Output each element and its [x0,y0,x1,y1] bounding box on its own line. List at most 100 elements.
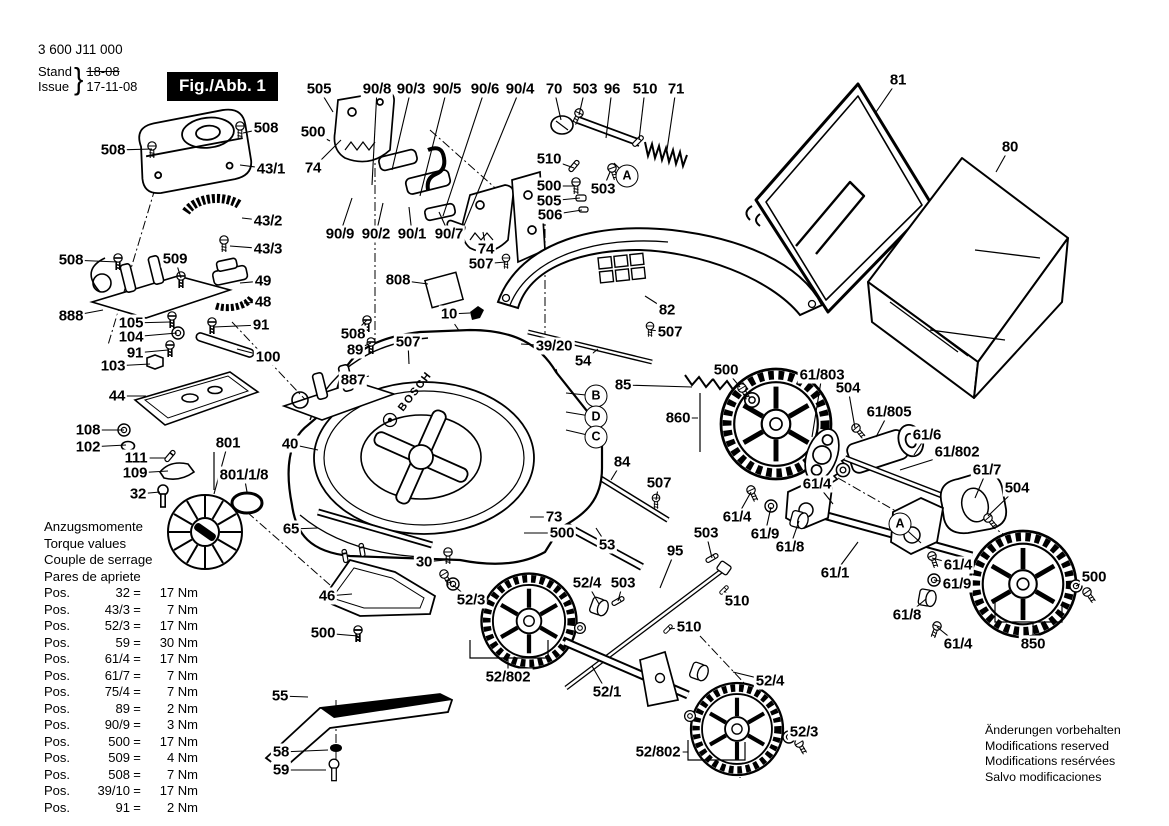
view-callout-a: A [615,164,639,188]
part-label-61-8: 61/8 [890,606,924,624]
part-label-48: 48 [252,293,274,311]
torque-title-line: Pares de apriete [44,568,141,584]
part-label-43-2: 43/2 [251,212,285,230]
part-label-808: 808 [383,271,413,289]
view-callout-a: A [888,512,912,536]
drive-train-art [735,381,1098,640]
part-label-52-802: 52/802 [633,743,683,761]
part-label-507: 507 [466,255,496,273]
front-support-art [317,508,437,643]
torque-row-509: Pos.509=4 Nm [44,750,198,766]
torque-row-52-3: Pos.52/3=17 Nm [44,618,198,634]
part-label-84: 84 [611,453,633,471]
part-label-505: 505 [304,80,334,98]
impeller-art [167,494,243,570]
part-label-40: 40 [279,435,301,453]
part-label-510: 510 [630,80,660,98]
part-label-500: 500 [308,624,338,642]
part-label-95: 95 [664,542,686,560]
part-label-61-1: 61/1 [818,564,852,582]
part-label-860: 860 [663,409,693,427]
torque-row-90-9: Pos.90/9=3 Nm [44,717,198,733]
part-label-801: 801 [213,434,243,452]
part-label-105: 105 [116,314,146,332]
part-label-49: 49 [252,272,274,290]
torque-row-500: Pos.500=17 Nm [44,733,198,749]
part-label-80: 80 [999,138,1021,156]
part-label-73: 73 [543,508,565,526]
part-label-801-1-8: 801/1/8 [217,466,271,484]
part-label-507: 507 [655,323,685,341]
torque-row-75-4: Pos.75/4=7 Nm [44,684,198,700]
part-label-508: 508 [56,251,86,269]
part-label-61-4: 61/4 [800,475,834,493]
part-label-71: 71 [665,80,687,98]
brace-glyph: } [73,61,84,96]
part-label-90-3: 90/3 [394,80,428,98]
part-label-508: 508 [338,325,368,343]
stand-label: Stand [38,64,72,79]
part-label-46: 46 [316,587,338,605]
part-label-61-9: 61/9 [748,525,782,543]
engine-cover-art [138,108,253,195]
part-label-111: 111 [122,449,150,467]
model-number: 3 600 J11 000 [38,42,123,57]
torque-title-line: Couple de serrage [44,552,153,568]
part-label-506: 506 [535,206,565,224]
part-label-888: 888 [56,307,86,325]
part-label-43-3: 43/3 [251,240,285,258]
part-label-61-7: 61/7 [970,461,1004,479]
part-label-90-4: 90/4 [503,80,537,98]
part-label-10: 10 [438,305,460,323]
part-label-500: 500 [534,177,564,195]
part-label-52-1: 52/1 [590,683,624,701]
part-label-887: 887 [338,371,368,389]
part-label-90-7: 90/7 [432,225,466,243]
part-label-61-8: 61/8 [773,538,807,556]
issue-date: 17-11-08 [86,79,138,94]
height-lever-art [550,106,688,213]
view-callout-c: C [584,425,608,449]
part-label-503: 503 [588,180,618,198]
torque-row-39-10: Pos.39/10=17 Nm [44,783,198,799]
part-label-500: 500 [711,361,741,379]
part-label-61-4: 61/4 [720,508,754,526]
cover-seal-art [182,193,243,215]
part-label-44: 44 [106,387,128,405]
torque-row-43-3: Pos.43/3=7 Nm [44,601,198,617]
part-label-52-802: 52/802 [483,668,533,686]
torque-row-508: Pos.508=7 Nm [44,766,198,782]
part-label-500: 500 [1079,568,1109,586]
part-label-59: 59 [270,761,292,779]
legal-note-line: Modifications reserved [985,738,1109,753]
part-label-510: 510 [534,150,564,168]
part-label-104: 104 [116,328,146,346]
part-label-61-805: 61/805 [864,403,914,421]
part-label-89: 89 [344,341,366,359]
part-label-507: 507 [393,333,423,351]
issue-label: Issue [38,79,70,94]
part-label-510: 510 [722,592,752,610]
part-label-505: 505 [534,192,564,210]
part-label-61-9: 61/9 [940,575,974,593]
legal-note-line: Änderungen vorbehalten [985,723,1121,737]
part-label-39-20: 39/20 [533,337,575,355]
grass-bag-art [867,157,1069,399]
rear-handle-art [496,227,824,317]
view-callout-b: B [584,384,608,408]
part-label-508: 508 [98,141,128,159]
part-label-508: 508 [251,119,281,137]
part-label-58: 58 [270,743,292,761]
part-label-108: 108 [73,421,103,439]
part-label-509: 509 [160,250,190,268]
part-label-81: 81 [887,71,909,89]
part-label-510: 510 [674,618,704,636]
legal-note-line: Modifications resérvées [985,754,1116,769]
part-label-52-3: 52/3 [454,591,488,609]
